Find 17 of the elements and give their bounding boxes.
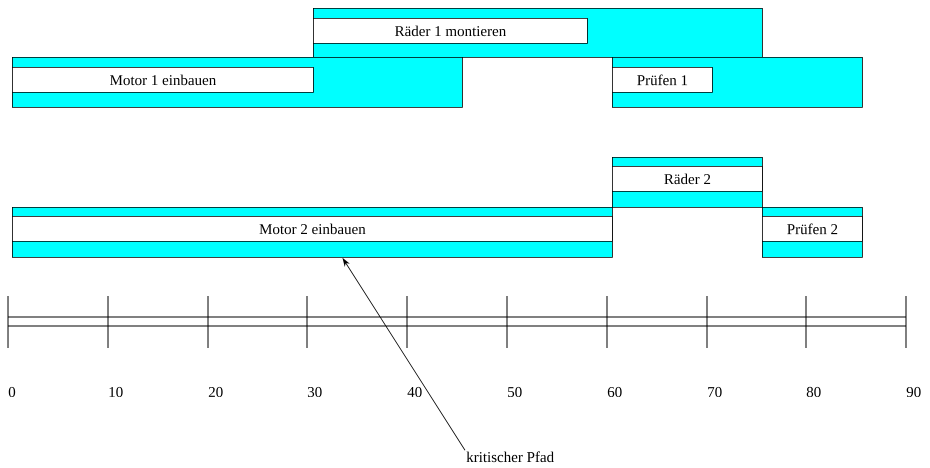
tick-label: 10 — [110, 386, 123, 398]
annotation-text: kritischer Pfad — [466, 451, 554, 462]
task-label-box: Motor 2 einbauen — [12, 216, 613, 242]
tick-label: 60 — [608, 386, 622, 398]
tick-label: 0 — [8, 386, 16, 398]
task-label-box: Prüfen 2 — [762, 216, 863, 242]
task-label-box: Motor 1 einbauen — [12, 67, 314, 93]
tick-label: 80 — [806, 386, 821, 398]
tick-label: 50 — [508, 386, 522, 398]
tick-label: 20 — [208, 386, 223, 398]
task-label-box: Räder 2 — [612, 166, 763, 192]
task-label-box: Prüfen 1 — [612, 67, 713, 93]
tick-label: 90 — [906, 386, 921, 398]
tick-label: 70 — [708, 386, 722, 398]
tick-label: 40 — [408, 386, 422, 398]
task-label-box: Räder 1 montieren — [313, 18, 588, 44]
tick-label: 30 — [308, 386, 322, 398]
